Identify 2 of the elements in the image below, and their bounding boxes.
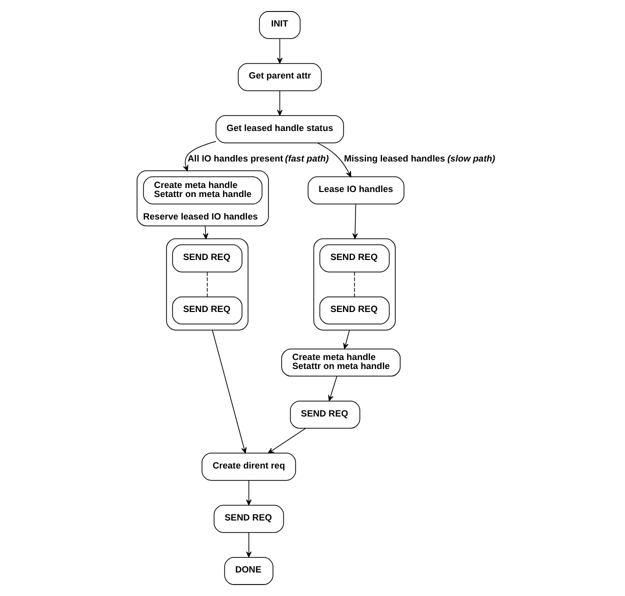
edge-label: All IO handles present (fast path) [187,153,328,164]
edge-label: Missing leased handles (slow path) [343,153,495,164]
